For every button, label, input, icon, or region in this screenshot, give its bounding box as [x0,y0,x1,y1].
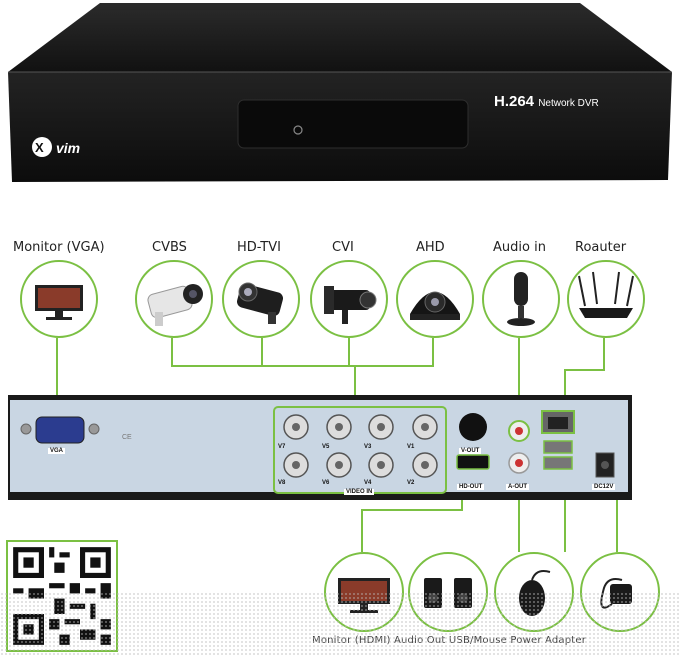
svg-text:X: X [35,140,44,155]
port-label-video-in: VIDEO IN [344,489,375,495]
label-router: Roauter [575,240,627,255]
audio-out-circle [408,552,488,632]
port-label-dc12v: DC12V [592,484,616,490]
model-label: H.264 Network DVR [494,93,599,110]
label-cvi: CVI [332,240,354,255]
channel-label-v4: V4 [364,480,372,486]
brand-logo-text: vim [56,140,81,156]
router-circle [567,260,645,338]
port-label-a-out: A-OUT [506,484,529,490]
microphone-icon [507,272,535,326]
channel-label-v6: V6 [322,480,330,486]
dome-camera-icon [410,291,460,320]
cvi-camera-circle [310,260,388,338]
back-panel-graphic: CE [8,395,632,500]
power-adapter-icon [600,578,632,609]
label-ahd: AHD [416,240,445,255]
router-icon [578,271,634,318]
channel-label-v2: V2 [407,480,415,486]
dvr-body-graphic: X [8,3,672,182]
label-audio-in: Audio in [493,240,546,255]
power-adapter-circle [580,552,660,632]
port-label-v-out: V-OUT [459,448,482,454]
svg-text:CE: CE [122,434,132,441]
channel-label-v5: V5 [322,444,330,450]
label-hdtvi: HD-TVI [237,240,281,255]
power-icon [293,125,303,135]
cvbs-camera-circle [135,260,213,338]
label-cvbs: CVBS [152,240,187,255]
model-subtitle: Network DVR [538,98,599,109]
port-label-hd-out: HD-OUT [457,484,485,490]
ahd-camera-circle [396,260,474,338]
dvr-back-panel: CE [8,395,632,500]
bullet-camera-black-icon [236,282,284,324]
monitor-icon [35,285,83,320]
speakers-icon [424,578,472,608]
channel-label-v8: V8 [278,480,286,486]
hdmi-monitor-icon [338,578,390,613]
channel-label-v1: V1 [407,444,415,450]
channel-label-v3: V3 [364,444,372,450]
model-codec: H.264 [494,93,535,110]
hdtvi-camera-circle [222,260,300,338]
monitor-hdmi-circle [324,552,404,632]
usb-mouse-circle [494,552,574,632]
audio-in-circle [482,260,560,338]
mouse-icon [519,570,551,616]
qr-code [6,540,118,652]
box-camera-icon [324,286,377,324]
dvr-front-view: X vim H.264 Network DVR [0,0,679,190]
qr-code-graphic [13,547,111,645]
channel-label-v7: V7 [278,444,286,450]
label-monitor-vga: Monitor (VGA) [13,240,105,255]
bullet-camera-white-icon [147,284,203,326]
port-label-vga: VGA [48,448,66,454]
bottom-caption: Monitor (HDMI) Audio Out USB/Mouse Power… [312,635,587,646]
monitor-vga-circle [20,260,98,338]
